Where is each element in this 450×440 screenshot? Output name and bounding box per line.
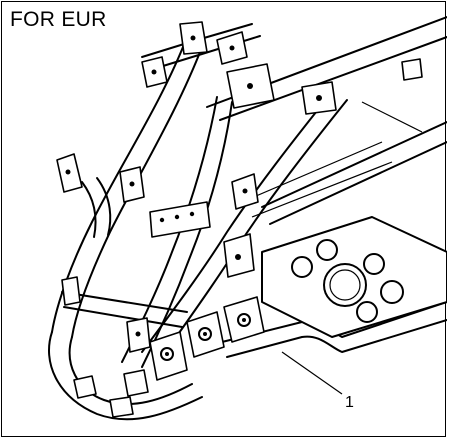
center-bracket [119,166,145,203]
inner-frame-line [241,141,383,203]
left-side-bracket [56,153,83,193]
lower-center-bracket [126,317,151,353]
right-bracket [301,81,337,115]
left-down-tube-inner [71,46,203,338]
right-mount-bracket [231,173,259,210]
top-bracket [179,21,208,55]
engine-mount-center [186,311,225,358]
center-down-tube-inner [141,101,233,368]
frame-illustration [48,16,447,421]
joint-bracket [223,233,255,278]
plate-hole [316,239,338,261]
left-down-tube [51,36,188,333]
lower-right-tube-inner [226,319,447,358]
front-cross-bar-inner [63,306,183,328]
mid-bracket [226,63,275,109]
mid-right-rail [261,121,447,208]
callout-leader [281,351,343,395]
cross-bracket-row [149,201,211,238]
plate-hole [380,280,404,304]
engine-mount-left [149,331,188,381]
inner-frame-line [361,101,423,133]
front-cross-bar [61,291,188,313]
plate-hole [363,253,385,275]
right-long-rail [141,91,333,353]
left-upper-bracket [141,56,168,88]
far-right-bracket [401,58,423,81]
engine-mount-right [223,296,265,343]
plate-hole [291,256,313,278]
lower-left-bracket [61,276,81,306]
left-arm-tube [81,177,112,238]
front-loop-outer [48,331,203,421]
upper-right-rail-inner [219,36,447,121]
front-loop-inner [68,336,193,405]
front-center-bracket [123,369,149,397]
plate-hole [356,301,378,323]
mid-right-rail-inner [269,141,447,225]
diagram-caption: FOR EUR [10,8,107,31]
inner-frame-line [251,161,393,218]
front-lower-bracket [73,375,97,399]
front-bottom-bracket [109,396,134,418]
top-right-bracket [216,31,248,65]
callout-label: 1 [345,394,354,411]
